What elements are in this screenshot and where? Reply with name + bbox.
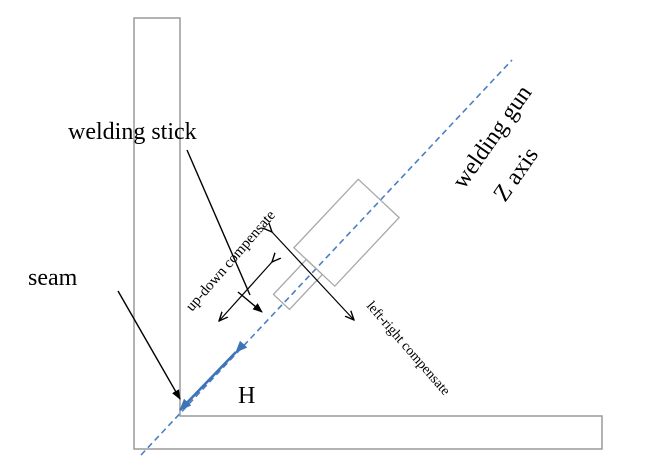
left-right-compensate-arrow xyxy=(272,232,354,320)
seam-label: seam xyxy=(28,265,78,291)
stick-pointer-arrow xyxy=(237,291,263,313)
left-right-compensate-label: left-right compensate xyxy=(363,299,453,399)
workpiece-outline xyxy=(133,17,603,450)
welding-stick-leader xyxy=(186,149,251,296)
welding-gun-body xyxy=(293,178,401,288)
seam-leader xyxy=(117,290,181,400)
welding-stick-label: welding stick xyxy=(68,119,197,145)
welding-gun-nozzle xyxy=(272,258,324,311)
h-arrow xyxy=(179,340,248,411)
up-down-compensate-label: up-down compensate xyxy=(183,207,279,314)
h-label: H xyxy=(238,383,255,409)
